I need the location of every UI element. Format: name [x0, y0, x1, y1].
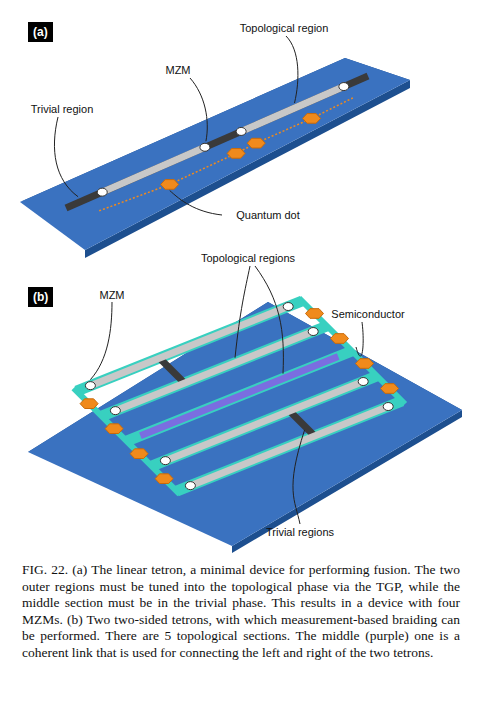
figure-caption: FIG. 22. (a) The linear tetron, a minima…: [22, 562, 460, 662]
mzm-dot: [110, 407, 120, 415]
panel-label: (a): [33, 25, 48, 39]
quantum-dot: [155, 474, 173, 484]
slab-top: [28, 302, 462, 546]
quantum-dot: [331, 334, 349, 344]
topological-wire: [190, 407, 388, 486]
callout-label: Semiconductor: [331, 308, 404, 320]
leader-line: [190, 78, 207, 141]
mzm-dot: [185, 482, 195, 490]
quantum-dot: [105, 424, 123, 434]
dot-link: [99, 98, 353, 211]
leader-line: [286, 36, 298, 103]
trivial-bridge: [290, 411, 315, 436]
slab-side: [28, 302, 462, 553]
mzm-dot: [97, 188, 107, 196]
quantum-dot: [227, 149, 245, 159]
mzm-dot: [358, 378, 368, 386]
quantum-dot: [306, 309, 324, 319]
leader-line: [293, 430, 305, 524]
callout-label: Topological region: [240, 22, 329, 34]
callout-label: Topological regions: [201, 252, 295, 264]
callout-label: MZM: [165, 64, 190, 76]
leader-line: [356, 322, 363, 356]
callout-label: MZM: [99, 289, 124, 301]
mzm-dot: [308, 328, 318, 336]
slab-top: [20, 58, 410, 250]
topological-wire: [102, 147, 205, 192]
callout-label: Trivial region: [31, 103, 94, 115]
leader-line: [170, 190, 222, 215]
coherent-link: [140, 357, 338, 436]
leader-line: [54, 117, 78, 197]
mzm-dot: [383, 403, 393, 411]
mzm-dot: [236, 127, 246, 135]
quantum-dot: [381, 384, 399, 394]
trivial-bridge: [159, 358, 184, 383]
panel-tag: (b): [28, 287, 53, 307]
mzm-dot: [200, 143, 210, 151]
quantum-dot: [303, 114, 321, 124]
mzm-dot: [283, 303, 293, 311]
topological-wire: [241, 87, 344, 132]
leader-line: [235, 266, 250, 358]
quantum-dot: [356, 359, 374, 369]
topological-wire: [165, 382, 363, 461]
quantum-dot: [247, 138, 265, 148]
quantum-dot: [80, 399, 98, 409]
callout-label: Trivial regions: [266, 526, 334, 538]
mzm-dot: [339, 83, 349, 91]
mzm-dot: [160, 457, 170, 465]
trivial-wire: [66, 76, 368, 208]
slab-side: [20, 58, 410, 258]
callout-label: Quantum dot: [236, 209, 300, 221]
panel-tag: (a): [28, 22, 53, 42]
mzm-dot: [85, 382, 95, 390]
quantum-dot: [130, 449, 148, 459]
quantum-dot: [161, 180, 179, 190]
panel-label: (b): [33, 290, 48, 304]
topological-wire: [90, 307, 288, 386]
leader-line: [255, 266, 283, 374]
leader-line: [90, 302, 112, 380]
